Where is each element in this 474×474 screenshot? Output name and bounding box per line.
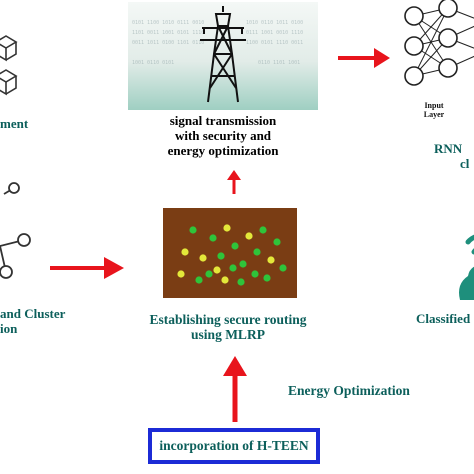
input-layer-line1: Input [424,101,444,110]
sensor-nodes [177,224,287,286]
arrow-cluster-to-routing [50,257,124,279]
signal-label-line1: signal transmission [169,113,277,128]
rnn-label: RNN cl [434,141,474,171]
transmission-tower-panel: 0101 1100 1010 0111 0010 1101 0011 1001 … [128,2,318,110]
sensor-node-14 [205,270,213,278]
routing-network-panel [163,208,297,298]
sensor-node-7 [231,242,239,250]
sensor-node-16 [237,278,245,286]
network-graph-icon [0,182,31,279]
svg-text:0011 1011 0100 1101 0110: 0011 1011 0100 1101 0110 [132,40,204,46]
cube-icon [0,35,18,96]
svg-text:0110 1101 1001: 0110 1101 1001 [258,60,300,66]
sensor-node-12 [267,256,275,264]
svg-text:1100 0101 1110 0011: 1100 0101 1110 0011 [246,40,303,46]
sensor-node-8 [239,260,247,268]
input-layer-line2: Layer [423,110,445,119]
sensor-node-3 [199,254,207,262]
sensor-node-6 [223,224,231,232]
routing-label-line1: Establishing secure routing [149,312,307,327]
sensor-node-21 [279,264,287,272]
arrow-tower-to-rnn [338,48,390,68]
secure-routing-label: Establishing secure routing using MLRP [128,312,328,342]
rnn-label-line1: RNN [434,141,463,156]
sensor-node-10 [253,248,261,256]
signal-label-line3: energy optimization [167,143,279,158]
svg-text:0111 1001 0010 1110: 0111 1001 0010 1110 [246,30,303,36]
sensor-node-9 [245,232,253,240]
transmission-tower-icon [200,6,246,103]
cluster-label: and Cluster ion [0,306,80,336]
neural-network-icon [404,0,474,86]
sensor-node-22 [213,266,221,274]
svg-text:1001 0110 0101: 1001 0110 0101 [132,60,174,66]
cloud-wifi-icon [459,234,474,300]
sensor-node-15 [221,276,229,284]
sensor-node-23 [229,264,237,272]
sensor-node-17 [251,270,259,278]
sensor-node-4 [209,234,217,242]
arrow-routing-to-tower [227,170,241,194]
energy-optimization-label: Energy Optimization [288,383,410,398]
svg-text:0101 1100 1010 0111 0010: 0101 1100 1010 0111 0010 [132,20,204,26]
signal-transmission-label: signal transmission with security and en… [128,113,318,158]
sensor-node-13 [273,238,281,246]
classified-label: Classified [416,311,471,326]
routing-label-line2: using MLRP [191,327,265,342]
cluster-label-line2: ion [0,321,18,336]
signal-label-line2: with security and [174,128,272,143]
sensor-node-20 [177,270,185,278]
sensor-node-11 [259,226,267,234]
svg-text:1101 0011 1001 0101 1110: 1101 0011 1001 0101 1110 [132,30,204,36]
cluster-label-line1: and Cluster [0,306,66,321]
input-layer-label: Input Layer [414,101,454,119]
deployment-label: ment [0,116,29,131]
sensor-node-1 [181,248,189,256]
svg-text:1010 0110 1011 0100: 1010 0110 1011 0100 [246,20,303,26]
sensor-node-2 [189,226,197,234]
rnn-label-line2: cl [460,156,470,171]
sensor-node-18 [195,276,203,284]
h-teen-label: incorporation of H-TEEN [159,438,309,453]
sensor-node-19 [263,274,271,282]
h-teen-box: incorporation of H-TEEN [148,428,320,464]
sensor-node-5 [217,252,225,260]
arrow-hteen-to-routing [223,356,247,422]
